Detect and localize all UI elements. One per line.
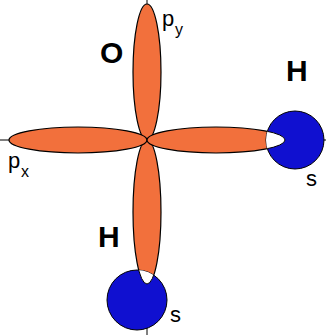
atom-label: H — [286, 56, 308, 86]
atom-label: H — [98, 222, 120, 252]
orbital-overlap — [133, 140, 161, 284]
orbital-lobe — [147, 127, 285, 153]
orbital-overlap — [147, 127, 285, 153]
orbital-lobe — [9, 127, 147, 153]
orbital-label: s — [306, 168, 317, 190]
orbital-label: p — [162, 8, 174, 30]
hydrogen-orbital — [107, 270, 167, 330]
orbital-label: s — [170, 304, 181, 326]
orbital-lobe — [133, 140, 161, 284]
atom-label: O — [100, 38, 123, 68]
orbital-subscript: y — [175, 22, 183, 38]
orbital-lobe — [133, 4, 161, 140]
orbital-subscript: x — [21, 164, 29, 180]
orbital-label: p — [8, 150, 20, 172]
